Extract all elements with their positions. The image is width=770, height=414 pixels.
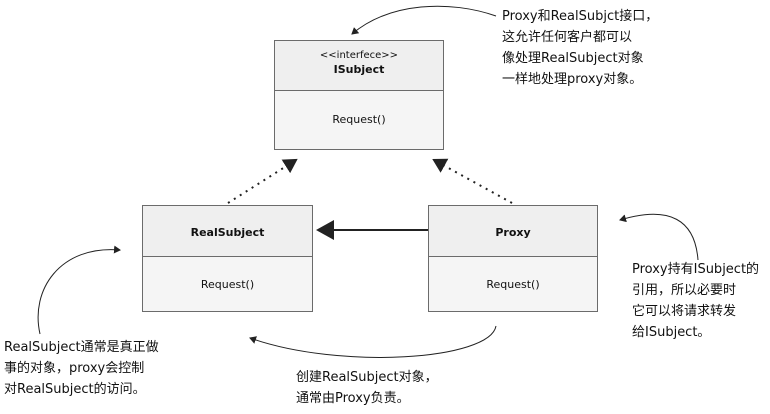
realsubject-method: Request() <box>143 257 312 311</box>
note-line: 一样地处理proxy对象。 <box>502 72 643 87</box>
note-line: RealSubject通常是真正做 <box>4 340 159 355</box>
note-line: 给ISubject。 <box>632 325 711 340</box>
create-note: 创建RealSubject对象， 通常由Proxy负责。 <box>296 367 438 409</box>
interface-note-curve <box>351 5 497 35</box>
note-line: 引用，所以必要时 <box>632 283 737 298</box>
realsubject-name: RealSubject <box>190 226 265 239</box>
note-line: 对RealSubject的访问。 <box>4 382 146 397</box>
realsubject-class-box: RealSubject Request() <box>142 205 313 312</box>
note-line: 创建RealSubject对象， <box>296 370 438 385</box>
note-line: Proxy持有ISubject的 <box>632 262 760 277</box>
note-line: 像处理RealSubject对象 <box>502 51 644 66</box>
interface-note: Proxy和RealSubjct接口， 这允许任何客户都可以 像处理RealSu… <box>502 6 658 90</box>
realsubject-note: RealSubject通常是真正做 事的对象，proxy会控制 对RealSub… <box>4 337 159 400</box>
realsubject-header: RealSubject <box>143 206 312 257</box>
isubject-method: Request() <box>275 91 443 149</box>
note-line: 事的对象，proxy会控制 <box>4 361 145 376</box>
note-line: 这允许任何客户都可以 <box>502 30 633 45</box>
isubject-header: <<interfece>> ISubject <box>275 41 443 91</box>
note-line: 它可以将请求转发 <box>632 304 737 319</box>
proxy-implements-line <box>432 158 513 204</box>
note-line: 通常由Proxy负责。 <box>296 391 410 406</box>
proxy-header: Proxy <box>429 206 597 257</box>
note-line: Proxy和RealSubjct接口， <box>502 9 659 24</box>
proxy-class-box: Proxy Request() <box>428 205 598 312</box>
proxy-note-curve <box>619 213 699 261</box>
proxy-note: Proxy持有ISubject的 引用，所以必要时 它可以将请求转发 给ISub… <box>632 259 759 343</box>
isubject-stereotype: <<interfece>> <box>319 50 399 61</box>
realsubject-implements-line <box>227 158 298 204</box>
isubject-name: ISubject <box>333 63 385 76</box>
isubject-class-box: <<interfece>> ISubject Request() <box>274 40 444 150</box>
proxy-name: Proxy <box>495 226 531 239</box>
proxy-method: Request() <box>429 257 597 311</box>
create-note-curve <box>249 325 497 358</box>
realsubject-note-curve <box>37 245 121 335</box>
